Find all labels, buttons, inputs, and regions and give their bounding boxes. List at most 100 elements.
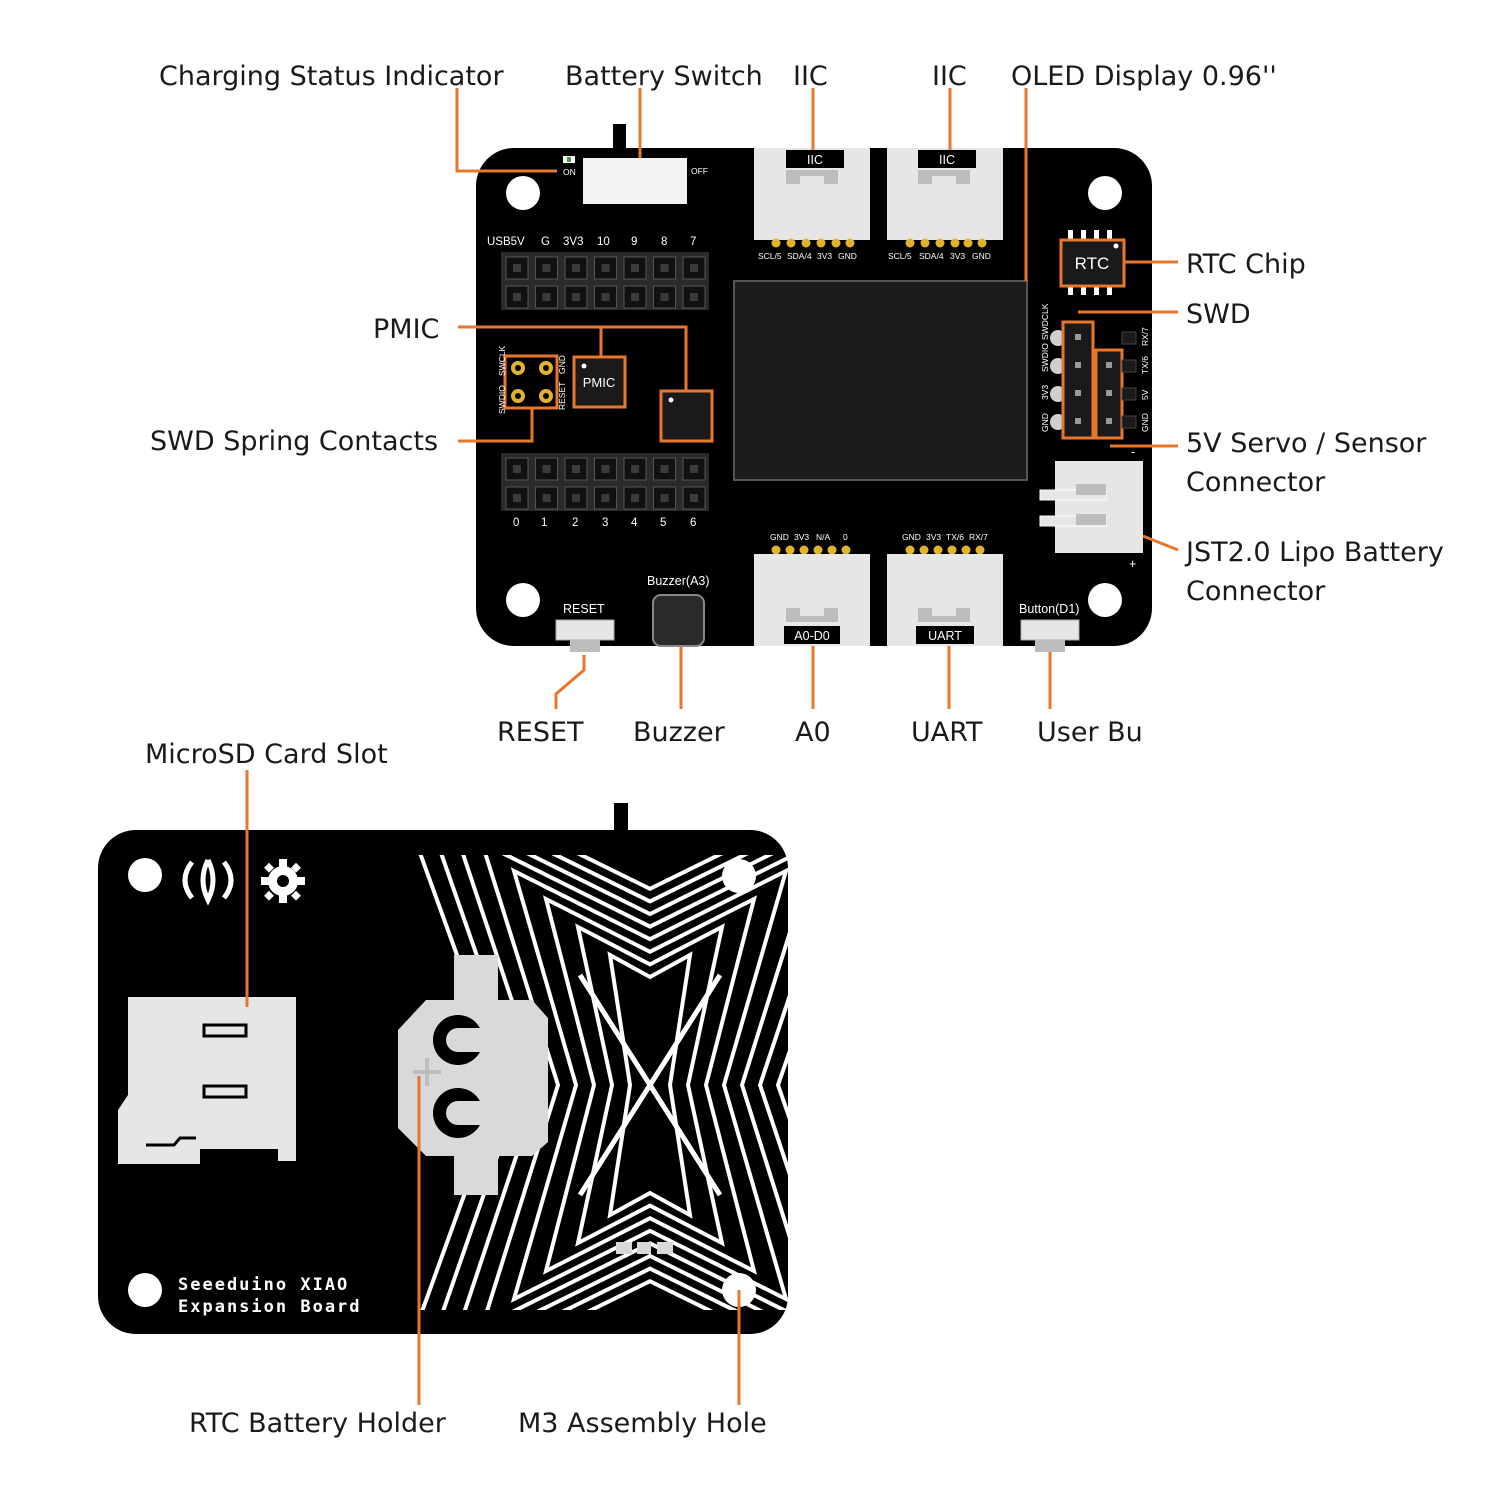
iic-pin: SCL/5 <box>758 251 782 261</box>
uart-pin: RX/7 <box>969 532 988 542</box>
a0-pin: GND <box>770 532 789 542</box>
oled-display <box>733 280 1028 481</box>
uart-pin: 3V3 <box>926 532 941 542</box>
front-callouts: Charging Status Indicator Battery Switch… <box>150 61 1444 748</box>
reset-button[interactable] <box>555 619 615 641</box>
jst-minus: - <box>1131 445 1135 459</box>
callout-servo-line2: Connector <box>1186 467 1326 498</box>
back-leader-lines <box>245 770 741 1405</box>
a0-tag: A0-D0 <box>794 629 829 643</box>
header-pin-label: 1 <box>541 517 547 529</box>
x-pattern-ring <box>483 855 788 1310</box>
servo-pin-label: GND <box>1140 413 1150 432</box>
servo-pin-label: 5V <box>1140 389 1150 400</box>
mount-hole <box>506 176 540 210</box>
spring-label: GND <box>557 355 567 374</box>
microsd-card-slot <box>118 997 296 1164</box>
header-pin-label: 4 <box>631 517 638 529</box>
mount-hole <box>1088 583 1122 617</box>
callout-battery-switch: Battery Switch <box>565 61 763 92</box>
iic-pin: 3V3 <box>817 251 832 261</box>
callout-swd-spring-contacts: SWD Spring Contacts <box>150 426 438 457</box>
jst-plus: + <box>1129 557 1136 571</box>
on-label: ON <box>563 167 576 177</box>
callout-pmic: PMIC <box>373 314 439 345</box>
header-pin-label: 5 <box>660 517 666 529</box>
iic-pin: SCL/5 <box>888 251 912 261</box>
uart-pin: TX/6 <box>946 532 964 542</box>
x-pattern-ring <box>461 855 788 1310</box>
test-pads <box>616 1242 673 1254</box>
header-bottom <box>501 453 709 511</box>
mount-hole <box>128 858 162 892</box>
gear-icon <box>261 859 305 903</box>
pmic-chip-2 <box>659 389 714 443</box>
front-board: ON OFF IIC SCL/5 SDA/4 3V3 GND IIC SCL <box>476 124 1152 652</box>
callout-iic-1: IIC <box>793 61 828 92</box>
user-button[interactable] <box>1020 619 1080 641</box>
iic-pin: GND <box>972 251 991 261</box>
iic-connector-1: IIC SCL/5 SDA/4 3V3 GND <box>754 148 870 261</box>
x-pattern-ring <box>510 867 788 1303</box>
servo-pin-label: RX/7 <box>1140 327 1150 346</box>
swd-pin-label: SWDCLK <box>1040 303 1050 340</box>
iic-pin: 3V3 <box>950 251 965 261</box>
iic-pin: SDA/4 <box>787 251 812 261</box>
callout-oled-display: OLED Display 0.96'' <box>1011 61 1277 92</box>
swd-spring-contacts: SWDIO SWCLK GND RESET <box>497 345 567 414</box>
servo-pin-label: TX/6 <box>1140 356 1150 374</box>
iic-pin: SDA/4 <box>919 251 944 261</box>
rtc-battery-holder <box>398 955 548 1195</box>
mount-hole <box>506 583 540 617</box>
header-pin-label: 6 <box>690 517 696 529</box>
a0-pin: 0 <box>843 532 848 542</box>
spring-label: SWCLK <box>497 345 507 376</box>
header-pin-label: 10 <box>597 236 610 248</box>
mount-hole <box>1088 176 1122 210</box>
iic-tag-1: IIC <box>807 153 823 167</box>
a0-connector: GND 3V3 N/A 0 A0-D0 <box>754 532 870 646</box>
callout-jst-line1: JST2.0 Lipo Battery <box>1184 537 1444 568</box>
callout-buzzer: Buzzer <box>633 717 726 748</box>
a0-pin: N/A <box>816 532 831 542</box>
callout-user-button: User Bu <box>1037 717 1143 748</box>
swd-pin-label: SWDIO <box>1040 343 1050 372</box>
uart-tag: UART <box>928 629 962 643</box>
switch-lever-back <box>614 803 628 833</box>
x-pattern-center <box>577 973 723 1197</box>
header-pin-label: 7 <box>690 236 696 248</box>
swd-pin-label: GND <box>1040 413 1050 432</box>
header-pin-label: G <box>541 236 550 248</box>
back-callouts: MicroSD Card Slot RTC Battery Holder M3 … <box>145 739 767 1439</box>
callout-m3-assembly-hole: M3 Assembly Hole <box>518 1408 767 1439</box>
x-pattern-ring <box>575 923 725 1247</box>
front-leader-lines <box>455 88 1179 709</box>
iic-pin: GND <box>838 251 857 261</box>
buzzer <box>652 594 705 647</box>
iic-tag-2: IIC <box>939 153 955 167</box>
seeed-logo-icon <box>182 858 234 906</box>
battery-switch[interactable] <box>583 158 687 204</box>
buzzer-silk-label: Buzzer(A3) <box>647 574 710 588</box>
header-pin-label: 8 <box>661 236 667 248</box>
callout-charging-status-indicator: Charging Status Indicator <box>159 61 504 92</box>
callout-swd: SWD <box>1186 299 1251 330</box>
header-pin-label: USB5V <box>487 236 525 248</box>
callout-a0: A0 <box>795 717 831 748</box>
rtc-chip: RTC <box>1059 230 1126 295</box>
pmic-chip-label: PMIC <box>583 375 616 390</box>
callout-jst-line2: Connector <box>1186 576 1326 607</box>
callout-rtc-chip: RTC Chip <box>1186 249 1306 280</box>
back-board: Seeeduino XIAO Expansion Board <box>98 803 788 1334</box>
brand-line1: Seeeduino XIAO <box>178 1275 349 1295</box>
header-pin-label: 9 <box>631 236 637 248</box>
reset-silk-label: RESET <box>563 602 605 616</box>
callout-servo-line1: 5V Servo / Sensor <box>1186 428 1427 459</box>
button-silk-label: Button(D1) <box>1019 602 1079 616</box>
callout-microsd-card-slot: MicroSD Card Slot <box>145 739 388 770</box>
uart-pin: GND <box>902 532 921 542</box>
callout-reset: RESET <box>497 717 584 748</box>
swd-header: SWDCLK SWDIO 3V3 GND RX/7 TX/6 5V GND <box>1040 303 1150 440</box>
header-top-labels: USB5V G 3V3 10 9 8 7 <box>487 236 696 248</box>
header-pin-label: 0 <box>513 517 519 529</box>
